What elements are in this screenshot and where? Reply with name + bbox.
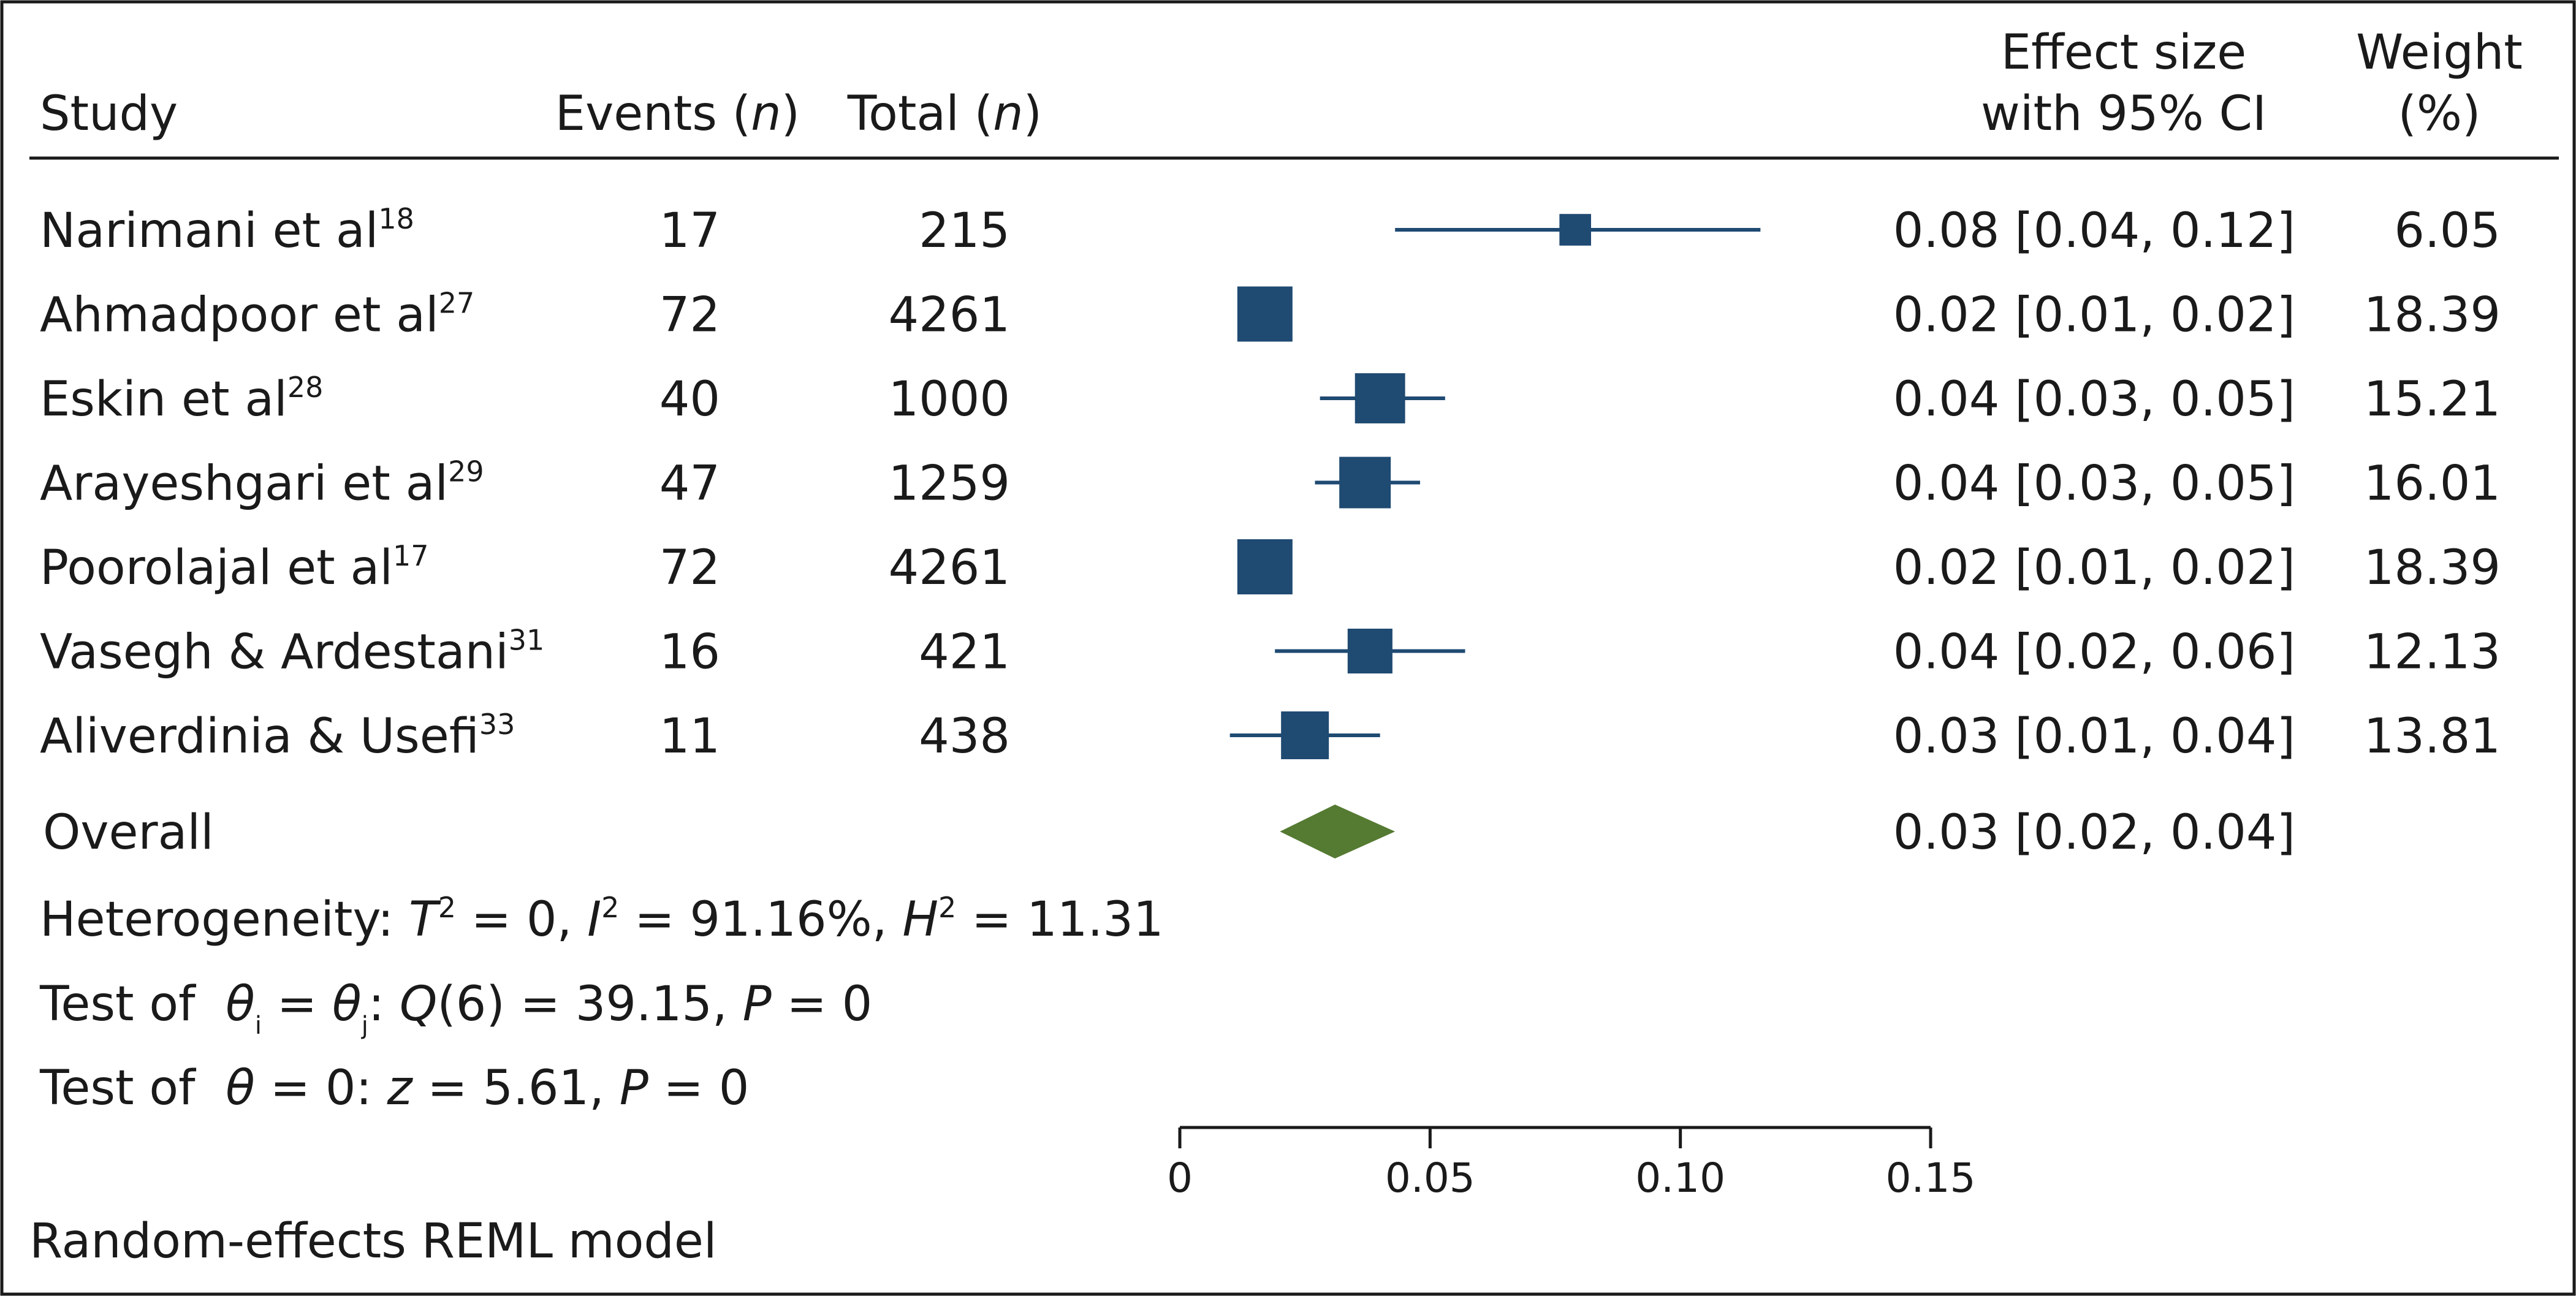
study-effect-marker [1339,457,1391,509]
study-name: Arayeshgari et al29 [40,455,484,512]
study-row: Vasegh & Ardestani31 16 421 0.04 [0.02, 0.0… [40,624,2501,680]
x-tick-label: 0.15 [1886,1154,1976,1202]
x-tick-label: 0 [1167,1154,1193,1202]
study-weight: 15.21 [2364,372,2501,427]
study-name: Poorolajal et al17 [40,539,429,596]
study-name: Aliverdinia & Usefi33 [40,708,515,764]
study-ci-text: 0.04 [0.03, 0.05] [1893,372,2295,427]
study-ci-text: 0.02 [0.01, 0.02] [1893,288,2295,343]
study-rows: Narimani et al18 17 215 0.08 [0.04, 0.12] 6.… [40,202,2501,764]
study-events: 11 [659,709,720,764]
study-row: Arayeshgari et al29 47 1259 0.04 [0.03, 0.0… [40,455,2501,512]
x-tick-label: 0.05 [1385,1154,1475,1202]
header-study: Study [40,86,178,142]
study-weight: 12.13 [2364,625,2501,680]
statistics: Heterogeneity: T2 = 0, I2 = 91.16%, H2 =… [39,891,1164,1116]
study-events: 17 [659,203,720,259]
header-effect-size-line1: Effect size [2001,25,2247,80]
test-zero-effect-line: Test of θ = 0: z = 5.61, P = 0 [39,1061,749,1116]
study-weight: 13.81 [2364,709,2501,764]
study-weight: 16.01 [2364,457,2501,512]
header-weight-line1: Weight [2356,25,2523,80]
study-name: Narimani et al18 [40,202,414,259]
study-weight: 6.05 [2394,203,2501,259]
study-row: Narimani et al18 17 215 0.08 [0.04, 0.12] 6.… [40,202,2501,259]
study-name: Vasegh & Ardestani31 [40,624,544,680]
overall-diamond [1280,805,1396,858]
heterogeneity-line: Heterogeneity: T2 = 0, I2 = 91.16%, H2 =… [40,891,1164,947]
study-total: 421 [919,625,1010,680]
study-ci-text: 0.02 [0.01, 0.02] [1893,540,2295,596]
study-total: 215 [919,203,1010,259]
overall-ci-text: 0.03 [0.02, 0.04] [1893,805,2295,860]
header-effect-size-line2: with 95% CI [1981,86,2266,142]
study-effect-marker [1347,628,1392,674]
study-events: 47 [659,457,720,512]
x-axis: 0 0.05 0.10 0.15 [1167,1126,1976,1202]
study-effect-marker [1237,286,1293,342]
model-note: Random-effects REML model [29,1214,717,1269]
study-effect-marker [1237,539,1293,594]
study-ci-text: 0.08 [0.04, 0.12] [1893,203,2295,259]
study-total: 1259 [888,457,1010,512]
column-headers: Study Events (n) Total (n) Effect size w… [40,25,2523,142]
study-events: 72 [659,540,720,596]
x-tick-label: 0.10 [1635,1154,1725,1202]
overall-row: Overall 0.03 [0.02, 0.04] [43,805,2295,860]
study-weight: 18.39 [2364,540,2501,596]
study-effect-marker [1281,711,1329,759]
study-weight: 18.39 [2364,288,2501,343]
study-row: Eskin et al28 40 1000 0.04 [0.03, 0.05] 15.2… [40,371,2501,427]
test-equal-effects-line: Test of θi = θj: Q(6) = 39.15, P = 0 [39,977,872,1040]
study-events: 72 [659,288,720,343]
study-ci-text: 0.03 [0.01, 0.04] [1893,709,2295,764]
header-total: Total (n) [847,86,1042,142]
study-total: 4261 [888,288,1010,343]
study-row: Ahmadpoor et al27 72 4261 0.02 [0.01, 0.02]… [40,286,2501,343]
study-total: 438 [919,709,1010,764]
study-name: Ahmadpoor et al27 [40,287,474,343]
study-events: 40 [659,372,720,427]
study-row: Poorolajal et al17 72 4261 0.02 [0.01, 0.02… [40,539,2501,596]
study-ci-text: 0.04 [0.02, 0.06] [1893,625,2295,680]
study-total: 4261 [888,540,1010,596]
header-weight-line2: (%) [2398,86,2481,142]
study-events: 16 [659,625,720,680]
study-effect-marker [1559,214,1591,246]
study-name: Eskin et al28 [40,371,323,427]
study-row: Aliverdinia & Usefi33 11 438 0.03 [0.01, 0.… [40,708,2501,764]
header-events: Events (n) [555,86,800,142]
study-ci-text: 0.04 [0.03, 0.05] [1893,457,2295,512]
overall-label: Overall [43,805,214,860]
study-effect-marker [1354,373,1405,423]
study-total: 1000 [888,372,1010,427]
